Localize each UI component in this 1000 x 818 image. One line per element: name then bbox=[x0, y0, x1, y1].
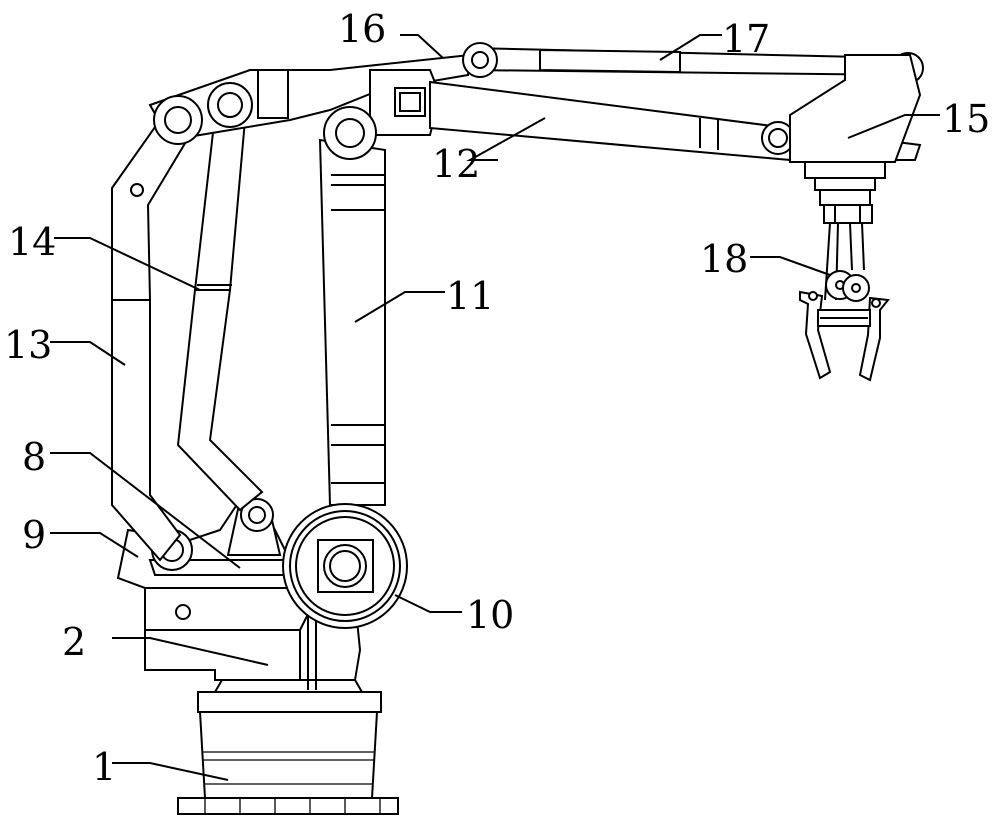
base bbox=[177, 691, 399, 815]
gripper-18 bbox=[799, 222, 890, 382]
wrist-15 bbox=[789, 54, 922, 224]
label-8: 8 bbox=[22, 435, 46, 479]
link-13 bbox=[111, 118, 192, 562]
part-labels: 1 2 8 9 10 11 12 13 14 15 16 17 18 bbox=[4, 7, 990, 789]
label-2: 2 bbox=[62, 620, 86, 664]
label-13: 13 bbox=[4, 323, 52, 367]
label-11: 11 bbox=[446, 274, 494, 318]
label-17: 17 bbox=[722, 17, 770, 61]
label-14: 14 bbox=[8, 220, 56, 264]
label-15: 15 bbox=[942, 97, 990, 141]
joint-10 bbox=[282, 503, 408, 629]
leader-lines bbox=[50, 34, 940, 781]
label-1: 1 bbox=[92, 745, 116, 789]
label-18: 18 bbox=[700, 237, 748, 281]
label-9: 9 bbox=[22, 513, 46, 557]
label-10: 10 bbox=[466, 593, 514, 637]
link-14 bbox=[176, 113, 264, 512]
lower-plate bbox=[116, 498, 291, 589]
label-12: 12 bbox=[432, 142, 480, 186]
label-16: 16 bbox=[338, 7, 386, 51]
arm-11 bbox=[318, 138, 386, 506]
